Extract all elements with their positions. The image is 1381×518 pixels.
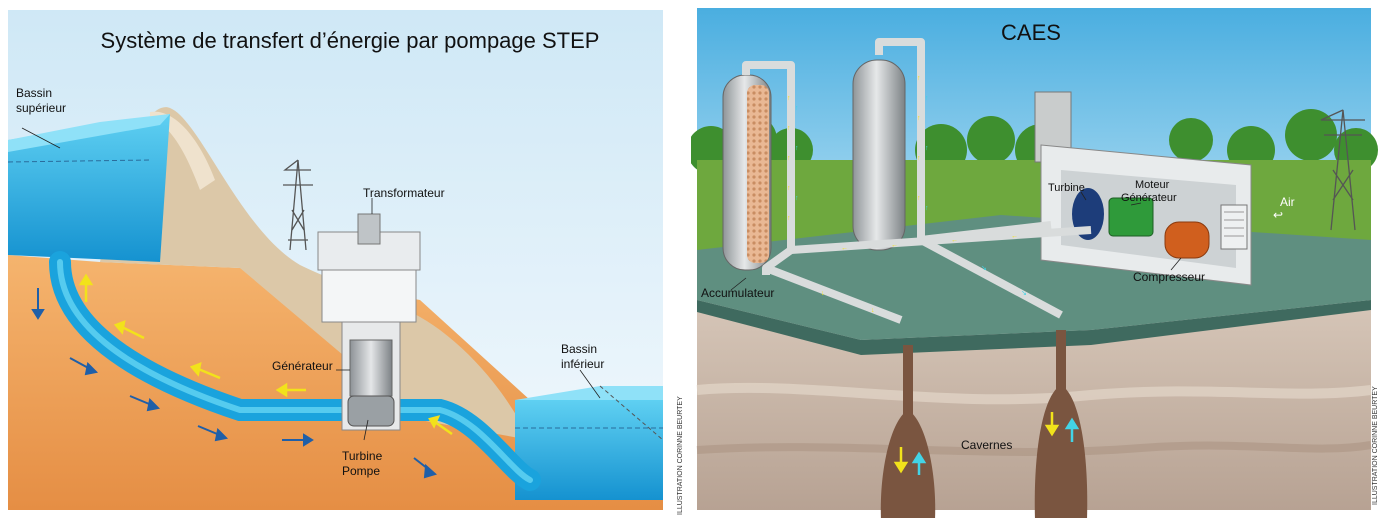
storage-tank [852, 59, 906, 251]
compressor [1164, 221, 1210, 259]
label-upper-basin-1: Bassin [16, 86, 52, 100]
transformer [357, 213, 381, 245]
caes-illustration: ↑ ↑ ↑ ↑ ↑ ↑ ↑ ↑ ↑ ← ← ← ← ↓ ↓ ↑ ↑ ↑ ↑ ↑ ↑ ↘ ↘ CAES Turbi… [691, 8, 1379, 518]
generator-unit [349, 339, 393, 397]
svg-text:↑: ↑ [787, 125, 791, 132]
label-generator: Générateur [1121, 192, 1177, 204]
svg-text:↑: ↑ [795, 105, 799, 112]
cavern-left [880, 345, 936, 518]
label-turbine: Turbine [342, 449, 383, 463]
label-accumulator: Accumulateur [701, 286, 774, 300]
dam [100, 107, 530, 441]
turbine-pump-unit [347, 395, 395, 427]
svg-text:↑: ↑ [787, 185, 791, 192]
label-turbine: Turbine [1048, 182, 1085, 194]
svg-text:↑: ↑ [917, 195, 921, 202]
svg-text:↑: ↑ [787, 95, 791, 102]
label-motor: Moteur [1135, 179, 1170, 191]
svg-text:↑: ↑ [925, 205, 929, 212]
svg-text:←: ← [951, 237, 958, 244]
svg-text:←: ← [1011, 233, 1018, 240]
svg-text:↘: ↘ [1021, 290, 1027, 297]
svg-text:↓: ↓ [871, 307, 875, 314]
svg-text:↘: ↘ [981, 265, 987, 272]
svg-text:↑: ↑ [925, 145, 929, 152]
svg-text:↑: ↑ [787, 155, 791, 162]
label-pump: Pompe [342, 464, 380, 478]
step-title: Système de transfert d’énergie par pompa… [101, 28, 600, 53]
air-inflow-arrow-icon: ↩ [1273, 208, 1283, 222]
svg-text:↑: ↑ [795, 145, 799, 152]
upper-basin-water [8, 114, 170, 262]
power-pylon [283, 159, 313, 251]
flow-arrows-down [31, 288, 438, 479]
cavern-right [1034, 330, 1088, 518]
svg-text:←: ← [841, 245, 848, 252]
caes-title: CAES [1001, 20, 1061, 45]
label-generator: Générateur [272, 359, 333, 373]
svg-text:↑: ↑ [917, 155, 921, 162]
svg-text:←: ← [891, 242, 898, 249]
label-compressor: Compresseur [1133, 270, 1205, 284]
step-illustration: Système de transfert d’énergie par pompa… [7, 10, 684, 515]
motor-generator [1108, 197, 1154, 237]
accumulator-tank [722, 74, 772, 271]
air-pipes [742, 38, 1092, 324]
svg-text:↓: ↓ [821, 290, 825, 297]
svg-text:↑: ↑ [917, 75, 921, 82]
power-pylon [1320, 109, 1365, 231]
lower-basin-water [515, 400, 663, 500]
step-diagram-panel: Système de transfert d’énergie par pompa… [0, 0, 690, 518]
label-lower-basin-2: inférieur [561, 357, 604, 371]
svg-text:↑: ↑ [787, 215, 791, 222]
label-upper-basin-2: supérieur [16, 101, 66, 115]
svg-text:↑: ↑ [925, 95, 929, 102]
label-caverns: Cavernes [961, 438, 1012, 452]
label-air: Air [1280, 195, 1295, 209]
svg-text:↑: ↑ [917, 115, 921, 122]
step-credit: ILLUSTRATION CORINNE BEURTEY [677, 396, 684, 515]
flow-arrows-up [78, 273, 453, 436]
caes-credit: ILLUSTRATION CORINNE BEURTEY [1372, 386, 1379, 505]
caes-diagram-panel: ↑ ↑ ↑ ↑ ↑ ↑ ↑ ↑ ↑ ← ← ← ← ↓ ↓ ↑ ↑ ↑ ↑ ↑ ↑ ↘ ↘ CAES Turbi… [691, 0, 1381, 518]
label-transformer: Transformateur [363, 186, 445, 200]
label-lower-basin-1: Bassin [561, 342, 597, 356]
svg-text:↑: ↑ [795, 195, 799, 202]
